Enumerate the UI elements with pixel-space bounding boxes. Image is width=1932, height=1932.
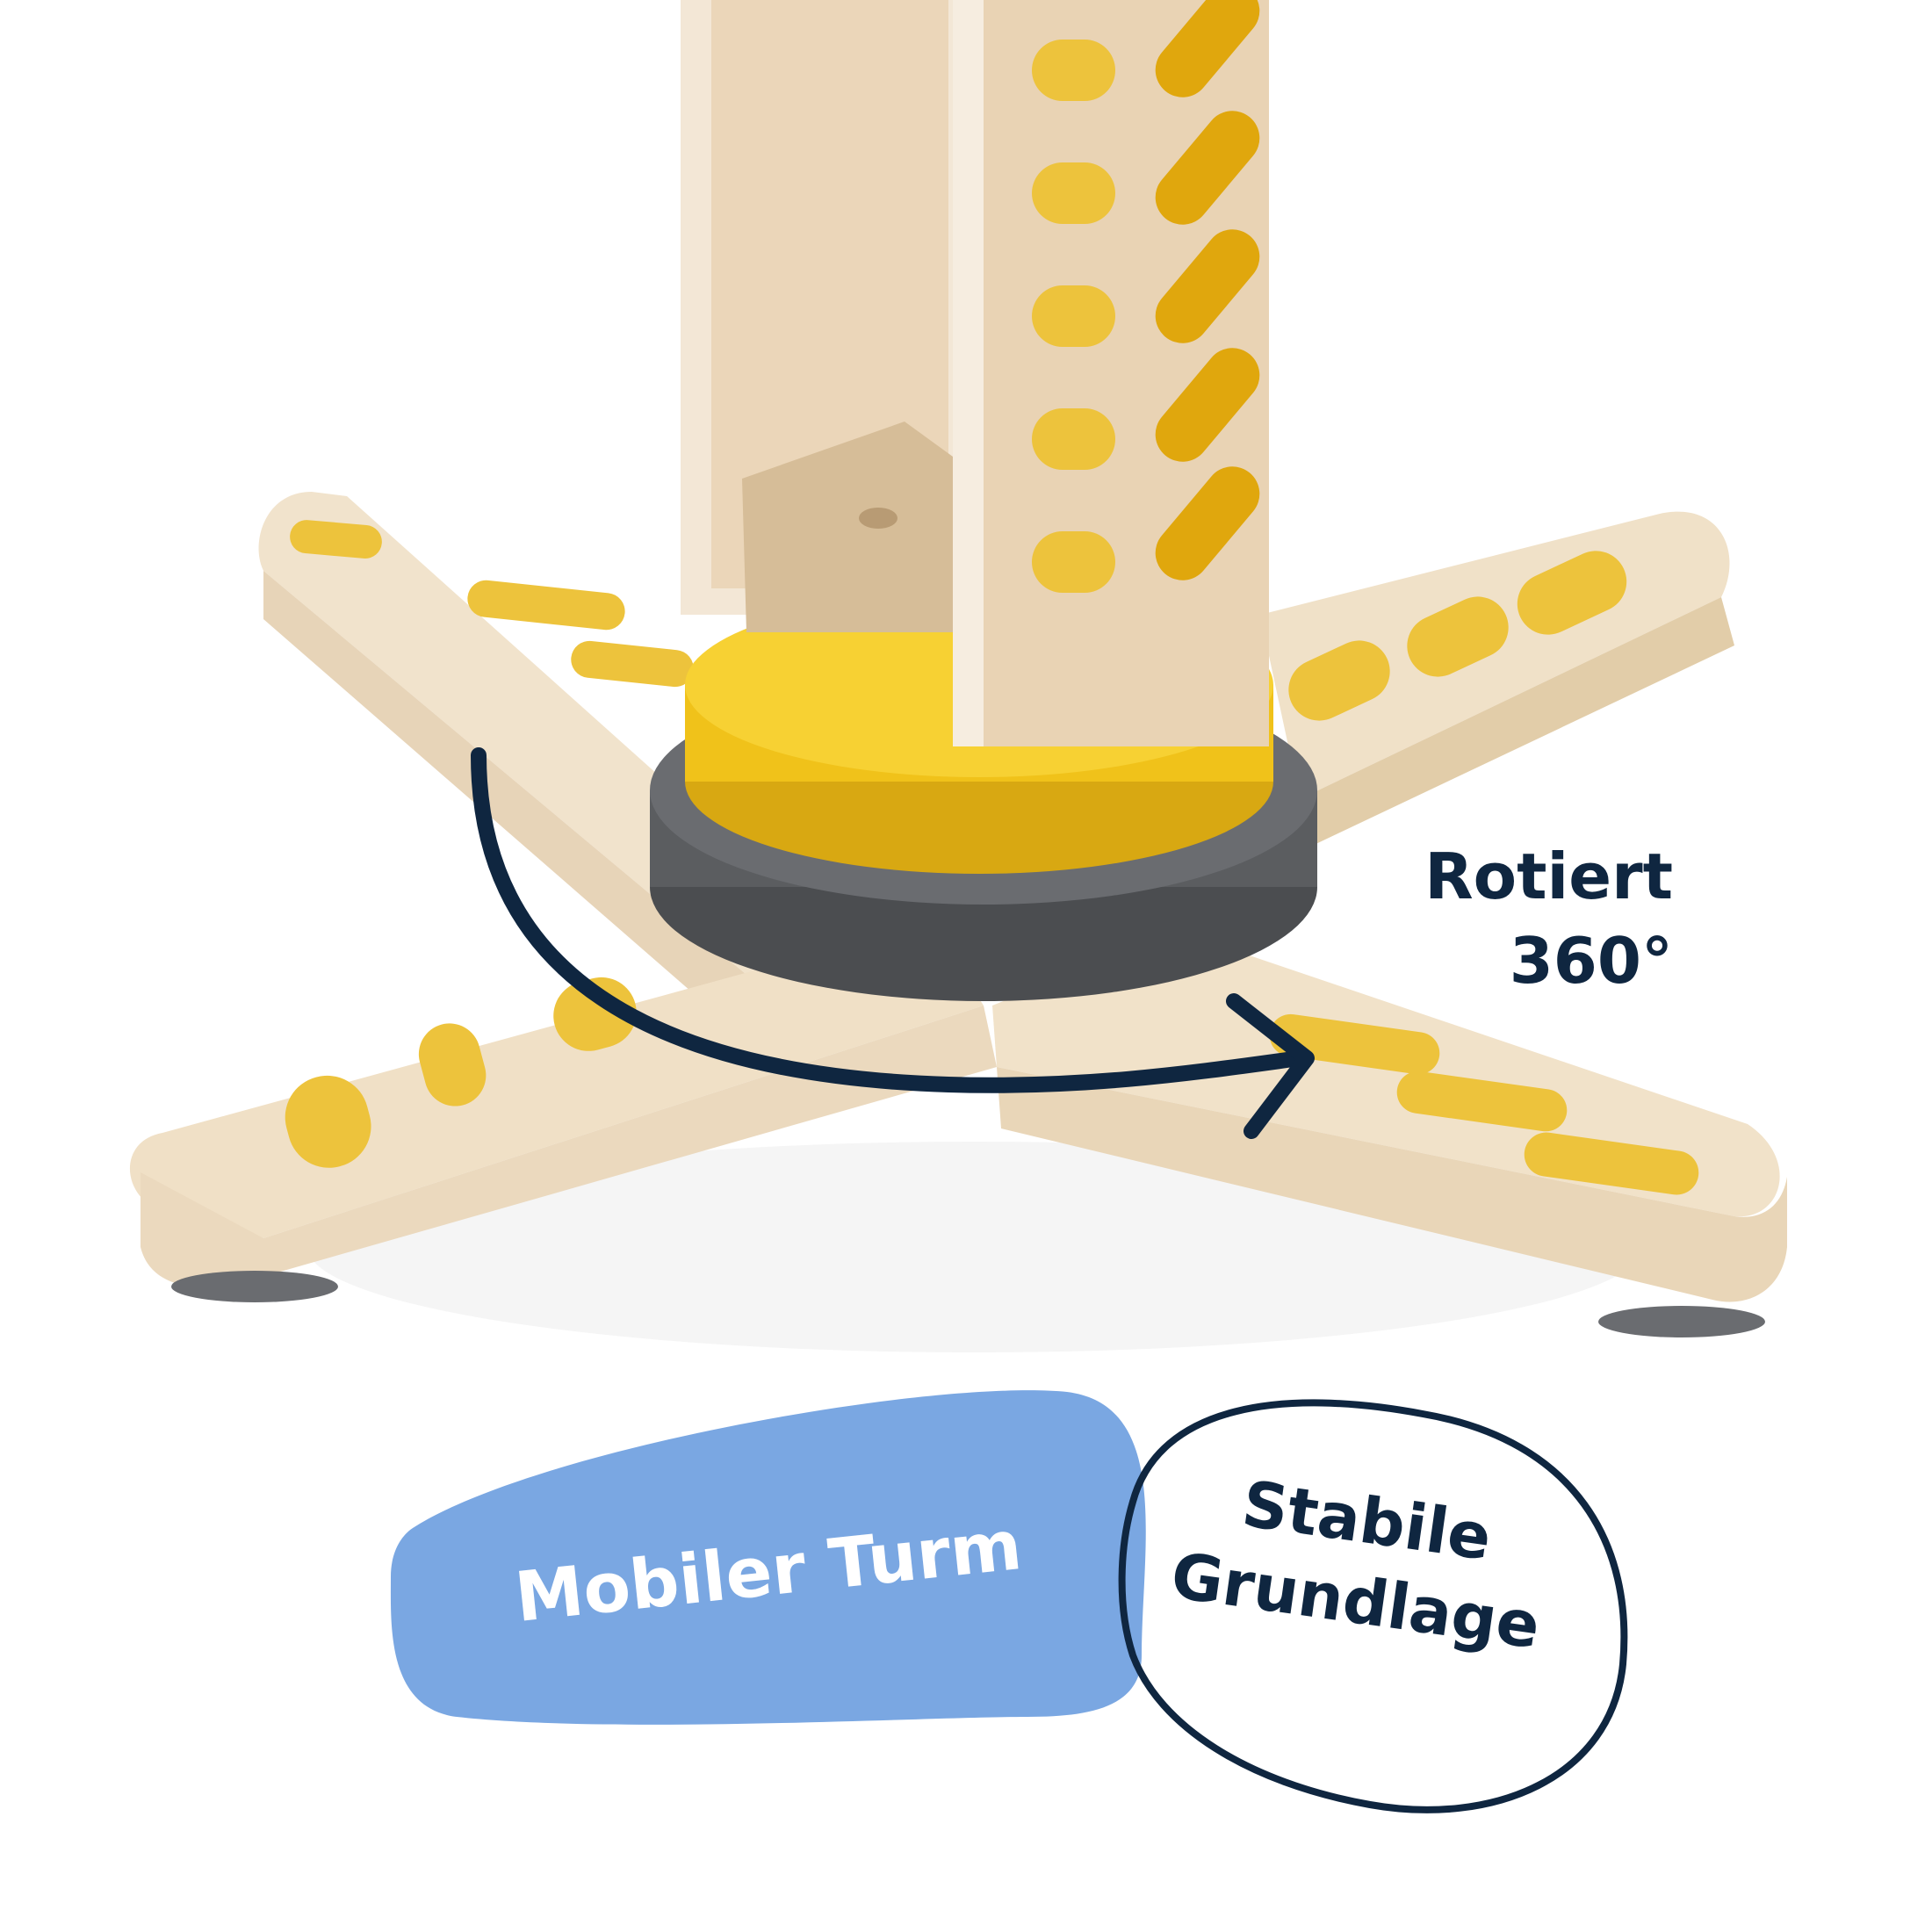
rotation-caption-line-2: 360° <box>1509 924 1673 998</box>
wooden-tower-column <box>681 0 1269 746</box>
curved-arrow-icon <box>471 747 1315 1139</box>
base-arm-back-right <box>1260 511 1734 847</box>
stable-base-badge-shape <box>1118 1399 1628 1813</box>
mobile-tower-badge-shape <box>390 1390 1146 1725</box>
rotation-caption-line-1: Rotiert <box>1424 840 1673 913</box>
base-arm-front-left <box>129 922 997 1302</box>
rotation-caption: Rotiert 360° <box>1392 834 1673 1003</box>
base-arm-front-right <box>992 931 1787 1337</box>
